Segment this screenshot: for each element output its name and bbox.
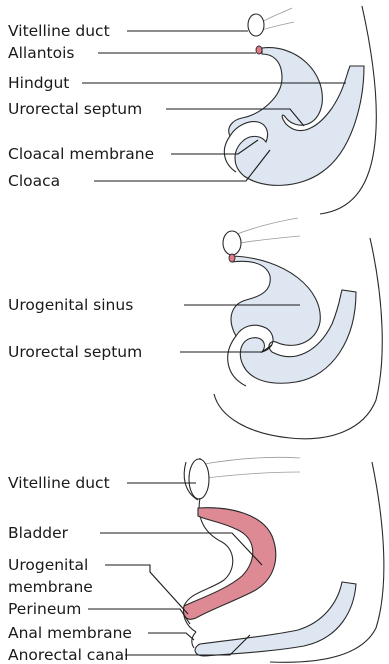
label-cloaca-1: Cloaca bbox=[8, 172, 60, 190]
panel1-allantois-opening bbox=[256, 46, 262, 54]
label-urogenital-membrane-3-line2: membrane bbox=[8, 578, 93, 596]
leader-perineum-3 bbox=[88, 609, 190, 624]
panel1-cord-lines bbox=[262, 8, 294, 30]
panel3-cord-lines bbox=[204, 457, 300, 478]
label-allantois-1: Allantois bbox=[8, 44, 74, 62]
label-vitelline-duct-3: Vitelline duct bbox=[8, 474, 110, 492]
label-hindgut-1: Hindgut bbox=[8, 74, 69, 92]
label-cloacal-membrane-1: Cloacal membrane bbox=[8, 145, 154, 163]
panel2-allantois-opening bbox=[229, 254, 235, 262]
label-vitelline-duct-1: Vitelline duct bbox=[8, 22, 110, 40]
panel2-cord-lines bbox=[232, 218, 300, 244]
panel1-vitelline-duct-ring bbox=[248, 14, 264, 36]
panel2-sinus-rectum bbox=[231, 256, 356, 383]
label-anorectal-canal-3: Anorectal canal bbox=[8, 646, 128, 664]
leader-anal-membrane-3 bbox=[148, 633, 194, 640]
label-urorectal-septum-2: Urorectal septum bbox=[8, 343, 142, 361]
panel2-duct-ring bbox=[223, 231, 241, 255]
label-bladder-3: Bladder bbox=[8, 524, 69, 542]
label-urogenital-membrane-3-line1: Urogenital bbox=[8, 556, 88, 574]
label-urorectal-septum-1: Urorectal septum bbox=[8, 100, 142, 118]
panel-3: Vitelline duct Bladder Urogenital membra… bbox=[8, 457, 384, 664]
leader-urogenital-membrane-3 bbox=[105, 565, 188, 614]
label-urogenital-sinus-2: Urogenital sinus bbox=[8, 296, 133, 314]
panel-1: Vitelline duct Allantois Hindgut Urorect… bbox=[8, 6, 376, 214]
panel3-bladder bbox=[184, 508, 276, 620]
panel3-duct-ring bbox=[189, 459, 209, 499]
leader-bladder-3 bbox=[100, 533, 262, 565]
label-anal-membrane-3: Anal membrane bbox=[8, 624, 132, 642]
label-perineum-3: Perineum bbox=[8, 600, 81, 618]
panel-2: Urogenital sinus Urorectal septum bbox=[8, 218, 382, 439]
